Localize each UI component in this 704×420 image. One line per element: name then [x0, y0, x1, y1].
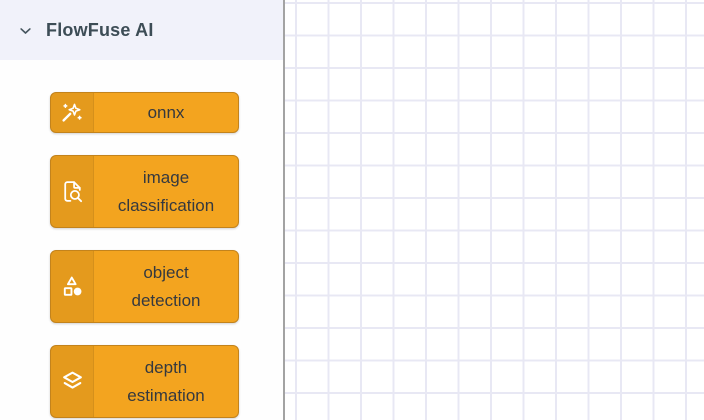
node-label: depth estimation: [127, 357, 205, 405]
flow-canvas-grid[interactable]: [285, 0, 704, 420]
shapes-icon: [51, 251, 94, 322]
palette-node-onnx[interactable]: onnx: [39, 92, 250, 133]
wand-sparkles-icon: [51, 93, 94, 132]
node-label: image classification: [117, 167, 215, 215]
node-label: object detection: [131, 262, 201, 310]
sidebar-canvas-divider: [283, 0, 285, 420]
file-search-icon: [51, 156, 94, 227]
palette-category-label: FlowFuse AI: [46, 19, 154, 40]
palette-sidebar: FlowFuse AI onnx: [0, 0, 283, 420]
palette-category-header[interactable]: FlowFuse AI: [0, 0, 283, 60]
layers-icon: [51, 346, 94, 417]
palette-node-image-classification[interactable]: image classification: [39, 155, 250, 228]
chevron-down-icon: [18, 23, 33, 38]
node-label: onnx: [147, 102, 185, 122]
palette-node-depth-estimation[interactable]: depth estimation: [39, 345, 250, 418]
palette-node-object-detection[interactable]: object detection: [39, 250, 250, 323]
